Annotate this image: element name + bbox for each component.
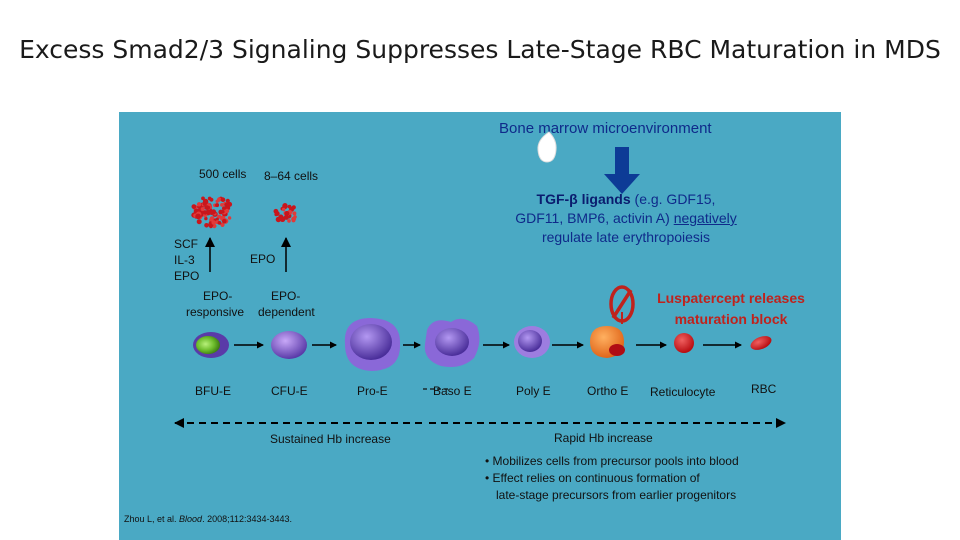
stage-rbc: RBC (751, 382, 777, 396)
citation-journal: Blood (179, 514, 203, 524)
colony-cell-dot (191, 204, 197, 209)
tgf-tail: regulate late erythropoiesis (541, 229, 711, 245)
citation-authors: Zhou L, et al. (124, 514, 180, 524)
tgf-bold: TGF-β ligands (536, 191, 631, 207)
colony-cell-dot (283, 214, 289, 220)
rbc-icon (750, 336, 772, 350)
tgf-underlined: negatively (673, 210, 737, 226)
stage-pro-e: Pro-E (357, 384, 388, 398)
epo-responsive-top: EPO- (203, 289, 233, 303)
colony-cell-dot (273, 208, 279, 214)
colony-cell-dot (217, 197, 222, 202)
colony-cell-dot (282, 203, 288, 209)
tgf-beta-text: TGF-β ligands (e.g. GDF15, GDF11, BMP6, … (511, 190, 741, 247)
diagram-panel: Bone marrow microenvironment 500 cells 8… (119, 112, 841, 540)
down-arrow-icon (604, 147, 640, 194)
stage-baso-e: Baso E (433, 384, 472, 398)
colony-cell-dot (221, 206, 227, 211)
reticulocyte-icon (674, 333, 694, 353)
colony-cell-dot (208, 221, 213, 225)
inhibition-icon (609, 285, 635, 324)
colony-cell-dot (196, 219, 202, 225)
slide-title: Excess Smad2/3 Signaling Suppresses Late… (19, 35, 941, 64)
colony-cell-dot (217, 221, 222, 225)
ortho-e-cell-icon (590, 326, 625, 358)
colony-cell-dot (215, 203, 220, 208)
colony-cell-dot (291, 205, 296, 210)
colony-cell-dot (293, 215, 297, 219)
colony-cell-dot (222, 218, 227, 224)
colony-cell-dot (275, 216, 282, 223)
colony-cell-dot (204, 205, 210, 210)
tgf-rest: (e.g. GDF15, GDF11, BMP6, activin A) (515, 191, 716, 226)
colony-cell-dot (220, 197, 226, 202)
diagram-graphics (174, 131, 786, 428)
colony-cell-dot (221, 210, 225, 214)
factors-left: SCF IL-3 EPO (174, 236, 199, 284)
sustained-hb-label: Sustained Hb increase (270, 432, 391, 446)
factor-scf: SCF (174, 237, 198, 251)
cfu-count: 8–64 cells (264, 169, 319, 183)
colony-cell-dot (292, 211, 297, 216)
stage-reticulocyte: Reticulocyte (650, 385, 716, 399)
bullet-item: late-stage precursors from earlier proge… (496, 488, 737, 502)
bone-marrow-header: Bone marrow microenvironment (499, 120, 712, 137)
cfu-colony-icon (273, 203, 297, 223)
luspatercept-text: Luspatercept releases maturation block (657, 290, 805, 327)
bfu-count: 500 cells (199, 167, 247, 181)
citation: Zhou L, et al. Blood. 2008;112:3434-3443… (124, 514, 292, 524)
bfu-e-cell-icon (193, 332, 229, 358)
colony-cell-dot (287, 219, 291, 223)
pro-e-cell-icon (344, 318, 401, 371)
colony-cell-dot (225, 198, 230, 203)
colony-cell-dot (204, 223, 209, 228)
colony-cell-dot (281, 207, 286, 212)
factor-epo-right: EPO (250, 252, 276, 266)
colony-cell-dot (200, 207, 205, 212)
colony-cell-dot (209, 197, 214, 202)
colony-cell-dot (227, 216, 232, 220)
colony-cell-dot (210, 209, 217, 215)
colony-cell-dot (280, 216, 284, 221)
rapid-hb-label: Rapid Hb increase (554, 431, 653, 445)
citation-rest: . 2008;112:3434-3443. (202, 514, 292, 524)
epo-dependent-bottom: dependent (258, 305, 315, 319)
epo-responsive-bottom: responsive (186, 305, 245, 319)
colony-cell-dot (284, 211, 290, 216)
bullet-item: • Mobilizes cells from precursor pools i… (485, 454, 739, 468)
baso-e-cell-icon (424, 318, 480, 367)
stage-poly-e: Poly E (516, 384, 551, 398)
bone-icon (537, 131, 557, 163)
stage-ortho-e: Ortho E (587, 384, 629, 398)
colony-cell-dot (220, 222, 225, 227)
factor-epo-left: EPO (174, 269, 200, 283)
colony-cell-dot (195, 213, 201, 220)
colony-cell-dot (204, 216, 208, 221)
colony-cell-dot (209, 225, 213, 229)
stage-bfu-e: BFU-E (195, 384, 231, 398)
colony-cell-dot (287, 204, 292, 209)
poly-e-cell-icon (514, 326, 550, 358)
factor-il3: IL-3 (174, 253, 195, 267)
bullet-list: • Mobilizes cells from precursor pools i… (485, 453, 739, 504)
colony-cell-dot (211, 220, 216, 225)
colony-cell-dot (203, 210, 208, 215)
colony-cell-dot (202, 201, 207, 206)
cfu-e-cell-icon (271, 331, 307, 359)
colony-cell-dot (220, 203, 224, 207)
bullet-item: • Effect relies on continuous formation … (485, 471, 700, 485)
colony-cell-dot (274, 212, 278, 217)
colony-cell-dot (196, 202, 202, 207)
stage-cfu-e: CFU-E (271, 384, 308, 398)
bfu-colony-icon (191, 196, 233, 229)
epo-dependent-top: EPO- (271, 289, 301, 303)
colony-cell-dot (215, 217, 219, 221)
